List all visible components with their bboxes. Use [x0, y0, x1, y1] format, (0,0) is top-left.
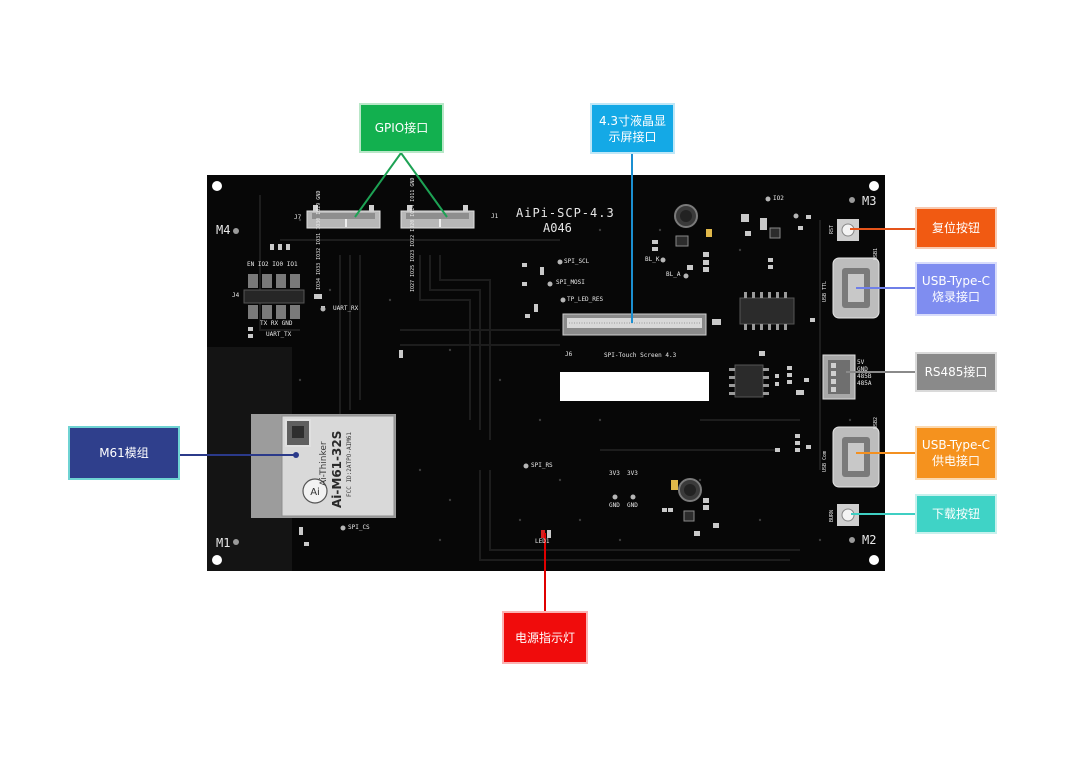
- pcb-traces: [259, 195, 821, 561]
- rs485-pin-5v: 5V: [857, 359, 865, 366]
- connector-j7: [306, 205, 381, 229]
- j1-pin-labels: IO27 IO25 IO23 IO22 IO20 IO14 IO11 GND: [410, 177, 416, 292]
- m61-module: Ai: [251, 414, 396, 518]
- rst-label: RST: [829, 224, 835, 234]
- connector-j6: [562, 313, 707, 336]
- rs485-terminal: [822, 354, 856, 400]
- callout-gpio: GPIO接口: [359, 103, 444, 153]
- usb-com-label: USB Com: [822, 450, 828, 472]
- module-brand: Ai-Thinker: [319, 441, 329, 486]
- board-code: A046: [543, 221, 572, 235]
- uart-rx-label: UART_RX: [333, 305, 359, 312]
- callout-m61: M61模组: [68, 426, 180, 480]
- inductor-l2: [674, 204, 698, 228]
- chip-u2: [739, 292, 795, 330]
- spi-scl-label: SPI_SCL: [564, 258, 590, 265]
- header-top-labels: EN IO2 IO0 IO1: [247, 261, 298, 268]
- usb-ttl-label: USB TTL: [822, 280, 828, 302]
- rs485-pin-485a: 485A: [857, 380, 872, 387]
- bl-k-label: BL_K: [645, 256, 660, 263]
- smd-components: [248, 214, 815, 546]
- callout-reset: 复位按钮: [915, 207, 997, 249]
- rail-3v3-b: 3V3: [627, 470, 638, 477]
- mount-label-m1: M1: [216, 536, 231, 550]
- test-points: [320, 196, 799, 531]
- j7-pin-labels: IO34 IO33 IO32 IO31 IO30 IO29 GND: [316, 190, 322, 290]
- lcd-connector-label: SPI-Touch Screen 4.3: [604, 352, 677, 359]
- pcb-vias: [298, 218, 852, 542]
- callout-usb-power: USB-Type-C 供电接口: [915, 426, 997, 480]
- spi-cs-label: SPI_CS: [348, 524, 370, 531]
- burn-label: BURN: [829, 509, 835, 522]
- rail-gnd-b: GND: [627, 502, 638, 509]
- usb1-label: USB1: [873, 247, 879, 260]
- label-area: [560, 372, 709, 401]
- connector-j1: [400, 205, 475, 229]
- mount-label-m3: M3: [862, 194, 877, 208]
- mount-label-m4: M4: [216, 223, 231, 237]
- mount-dots: [233, 197, 855, 545]
- uart-tx-label: UART_TX: [266, 331, 292, 338]
- rs485-pin-485b: 485B: [857, 373, 872, 380]
- leader-lines: [179, 152, 916, 612]
- callout-usb-burn: USB-Type-C 烧录接口: [915, 262, 997, 316]
- io2-label: IO2: [773, 195, 784, 202]
- usb2-port: [832, 426, 880, 488]
- callout-rs485: RS485接口: [915, 352, 997, 392]
- chip-u3: [729, 364, 769, 398]
- led-label: LED1: [535, 538, 550, 545]
- connector-j4: [243, 274, 305, 319]
- callout-download: 下载按钮: [915, 494, 997, 534]
- m61-leader-dot: [293, 452, 299, 458]
- j4-label: J4: [232, 292, 240, 299]
- j7-label: J7: [294, 214, 302, 221]
- module-fcc: FCC ID:2ATPO-AIM61: [346, 431, 353, 497]
- mounting-holes: [212, 181, 879, 565]
- mount-label-m2: M2: [862, 533, 877, 547]
- module-model: Ai-M61-32S: [330, 430, 344, 508]
- usb2-label: USB2: [873, 416, 879, 429]
- j6-label: J6: [565, 351, 573, 358]
- inductor-l1: [678, 478, 702, 502]
- svg-text:Ai: Ai: [310, 487, 320, 498]
- rail-gnd-a: GND: [609, 502, 620, 509]
- header-bottom-labels: TX RX GND: [260, 320, 293, 327]
- callout-power-led: 电源指示灯: [502, 611, 588, 664]
- callout-lcd: 4.3寸液晶显 示屏接口: [590, 103, 675, 154]
- spi-rs-label: SPI_RS: [531, 462, 553, 469]
- tp-led-res-label: TP_LED_RES: [567, 296, 604, 303]
- rail-3v3-a: 3V3: [609, 470, 620, 477]
- j1-label: J1: [491, 213, 499, 220]
- spi-mosi-label: SPI_MOSI: [556, 279, 585, 286]
- reset-switch: [837, 219, 859, 241]
- rs485-pin-gnd: GND: [857, 366, 868, 373]
- bl-a-label: BL_A: [666, 271, 681, 278]
- board-title: AiPi-SCP-4.3: [516, 206, 615, 220]
